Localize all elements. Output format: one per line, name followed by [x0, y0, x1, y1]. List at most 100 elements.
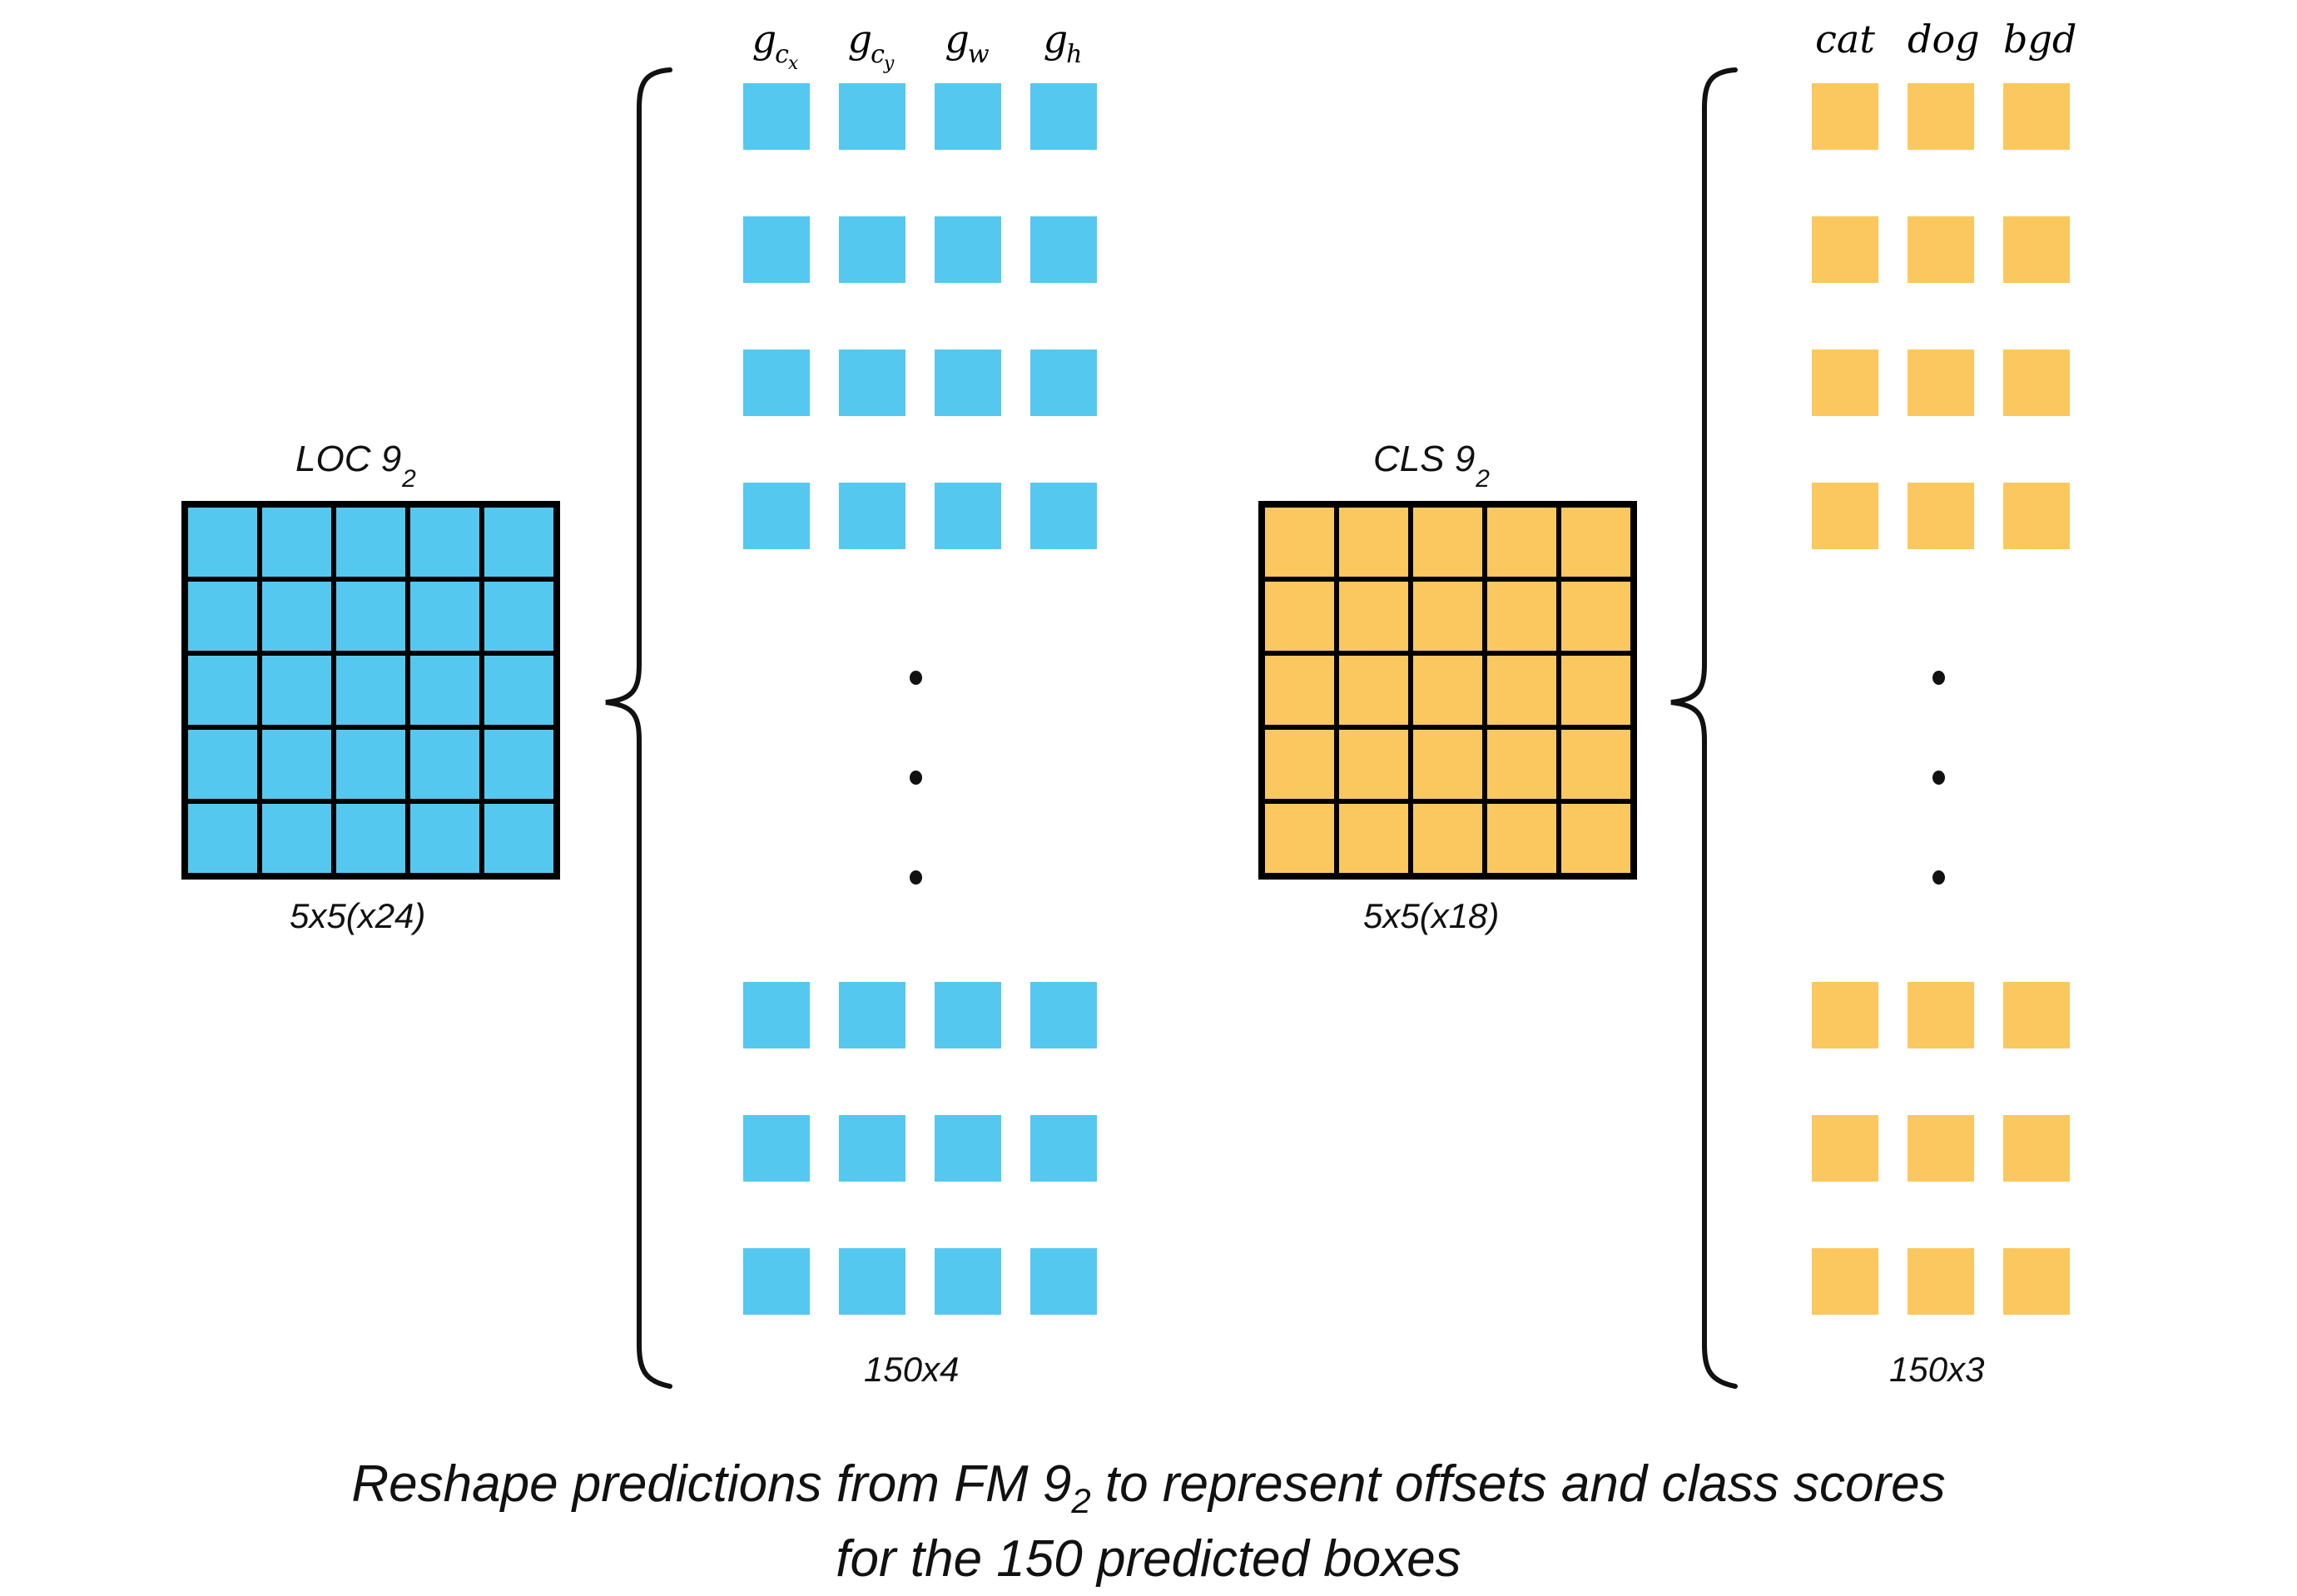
loc-reshaped-square [1030, 1115, 1097, 1182]
loc-reshaped-square [839, 1248, 905, 1315]
cls-reshaped-square [2003, 1248, 2070, 1315]
loc-reshaped-square [839, 216, 905, 283]
loc-feature-map-title: LOC 92 [295, 439, 416, 493]
loc-feature-map-cell [482, 653, 556, 727]
loc-column-header-gh-sub: h [1066, 40, 1083, 69]
loc-column-header-gcx-base: g [752, 17, 777, 62]
cls-reshaped-square [2003, 83, 2070, 150]
loc-column-header-gw-sub: w [967, 40, 990, 69]
loc-feature-map-cell [482, 505, 556, 579]
cls-feature-map-cell [1411, 801, 1485, 875]
cls-feature-map-cell [1559, 653, 1633, 727]
cls-reshaped-square [1908, 1115, 1974, 1182]
cls-feature-map-cell [1337, 505, 1411, 579]
loc-feature-map-cell [482, 727, 556, 801]
cls-feature-map-cell [1263, 505, 1337, 579]
loc-reshaped-square [743, 1248, 810, 1315]
loc-column-header-gh-base: g [1043, 17, 1069, 62]
loc-column-header-gcy-sub: c [871, 40, 885, 69]
cls-feature-map-cell [1263, 653, 1337, 727]
loc-feature-map-cell [186, 579, 260, 653]
loc-feature-map-cell [408, 505, 482, 579]
cls-feature-map-cell [1485, 653, 1559, 727]
loc-reshaped-square [935, 349, 1001, 416]
loc-feature-map-cell [260, 505, 334, 579]
cls-reshaped-ellipsis-dot [1932, 870, 1945, 885]
loc-column-header-gcy: gcy [839, 17, 905, 74]
loc-reshaped-ellipsis-dot [910, 771, 922, 785]
cls-feature-map-cell [1337, 653, 1411, 727]
loc-reshaped-square [839, 1115, 905, 1182]
cls-feature-map-cell [1559, 505, 1633, 579]
loc-reshaped-square [935, 1248, 1001, 1315]
loc-feature-map-cell [186, 801, 260, 875]
figure-caption-line-1: Reshape predictions from FM 92 to repres… [0, 1450, 2297, 1524]
cls-feature-map-cell [1485, 801, 1559, 875]
cls-feature-map-title-subscript: 2 [1476, 464, 1490, 493]
cls-feature-map-cell [1263, 579, 1337, 653]
loc-feature-map-cell [186, 727, 260, 801]
loc-reshaped-square [743, 1115, 810, 1182]
loc-reshaped-square [935, 83, 1001, 150]
cls-reshaped-square [1812, 1115, 1878, 1182]
loc-reshaped-square [935, 216, 1001, 283]
cls-reshaped-square [1812, 483, 1878, 549]
loc-feature-map-cell [482, 801, 556, 875]
cls-reshaped-square [1908, 349, 1974, 416]
cls-feature-map-cell [1485, 579, 1559, 653]
cls-feature-map-title: CLS 92 [1373, 439, 1490, 493]
loc-feature-map-cell [408, 653, 482, 727]
cls-feature-map-cell [1559, 801, 1633, 875]
loc-reshaped-square [1030, 1248, 1097, 1315]
loc-feature-map-cell [186, 653, 260, 727]
loc-feature-map-grid [181, 501, 560, 880]
loc-feature-map-title-subscript: 2 [402, 464, 416, 493]
cls-reshaped-square [1812, 83, 1878, 150]
cls-feature-map-cell [1559, 579, 1633, 653]
loc-reshaped-square [839, 349, 905, 416]
cls-column-header-bgd: bgd [2003, 17, 2077, 62]
cls-reshaped-ellipsis-dot [1932, 671, 1945, 685]
figure-caption-line-2: for the 150 predicted boxes [836, 1530, 1461, 1588]
loc-feature-map-cell [334, 505, 408, 579]
loc-reshaped-square [839, 483, 905, 549]
cls-reshaped-square [2003, 1115, 2070, 1182]
cls-feature-map-cell [1411, 653, 1485, 727]
cls-feature-map-cell [1337, 579, 1411, 653]
cls-reshaped-ellipsis-dot [1932, 771, 1945, 785]
loc-reshaped-square [1030, 216, 1097, 283]
loc-reshaped-square [743, 483, 810, 549]
loc-feature-map-cell [260, 653, 334, 727]
cls-brace [1670, 67, 1738, 1389]
loc-feature-map-cell [334, 727, 408, 801]
cls-feature-map-cell [1337, 727, 1411, 801]
cls-reshaped-square [2003, 349, 2070, 416]
loc-column-header-gcx: gcx [743, 17, 810, 74]
loc-column-header-gw-base: g [945, 17, 970, 62]
loc-reshaped-square [1030, 349, 1097, 416]
loc-column-header-gw: gw [935, 17, 1001, 69]
cls-reshaped-square [2003, 216, 2070, 283]
cls-reshaped-square [1812, 349, 1878, 416]
loc-reshaped-square [1030, 83, 1097, 150]
cls-reshaped-square [1908, 216, 1974, 283]
cls-feature-map-cell [1263, 727, 1337, 801]
cls-reshaped-square [2003, 483, 2070, 549]
loc-reshaped-dimension-label: 150x4 [864, 1350, 960, 1389]
loc-column-header-gh: gh [1030, 17, 1097, 69]
loc-reshaped-ellipsis-dot [910, 671, 922, 685]
cls-reshaped-square [1908, 982, 1974, 1048]
cls-reshaped-square [1812, 1248, 1878, 1315]
loc-reshaped-ellipsis-dot [910, 870, 922, 885]
loc-column-header-gcy-base: g [847, 17, 873, 62]
cls-feature-map-cell [1337, 801, 1411, 875]
cls-feature-map-cell [1485, 727, 1559, 801]
loc-feature-map-caption: 5x5(x24) [290, 896, 426, 935]
loc-feature-map-cell [482, 579, 556, 653]
cls-feature-map-title-text: CLS 9 [1373, 439, 1476, 479]
cls-reshaped-square [1908, 1248, 1974, 1315]
cls-feature-map-caption: 5x5(x18) [1363, 896, 1500, 935]
loc-feature-map-cell [334, 653, 408, 727]
loc-feature-map-cell [260, 801, 334, 875]
figure-caption: Reshape predictions from FM 92 to repres… [0, 1450, 2297, 1594]
